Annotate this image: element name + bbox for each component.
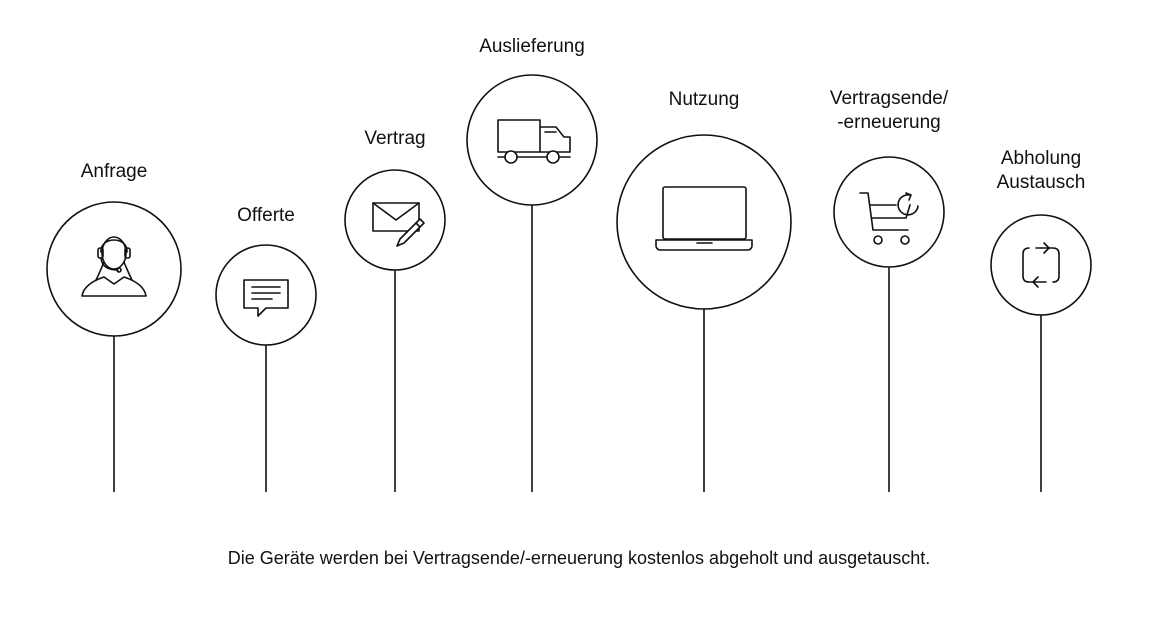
circle-nutzung [616, 134, 792, 310]
circle-offerte [215, 244, 317, 346]
step-label-auslieferung: Auslieferung [479, 36, 585, 57]
laptop-icon [655, 186, 753, 251]
step-label-vertragsende: Vertragsende/ -erneuerung [829, 88, 949, 133]
cart-refresh-icon [859, 192, 919, 245]
footer-note: Die Geräte werden bei Vertragsende/-erne… [227, 548, 931, 568]
step-label-offerte: Offerte [237, 205, 295, 226]
circle-auslieferung [466, 74, 598, 206]
exchange-icon [1022, 242, 1060, 288]
truck-icon [497, 119, 571, 164]
message-icon [243, 279, 289, 317]
step-label-vertrag: Vertrag [364, 128, 426, 149]
step-label-anfrage: Anfrage [80, 161, 148, 182]
circle-anfrage [46, 201, 182, 337]
circle-vertrag [344, 169, 446, 271]
step-label-abholung: Abholung Austausch [996, 148, 1086, 193]
step-label-nutzung: Nutzung [668, 89, 740, 110]
circle-abholung [990, 214, 1092, 316]
envelope-pen-icon [372, 202, 425, 247]
circle-vertragsende [833, 156, 945, 268]
headset-agent-icon [81, 236, 147, 297]
